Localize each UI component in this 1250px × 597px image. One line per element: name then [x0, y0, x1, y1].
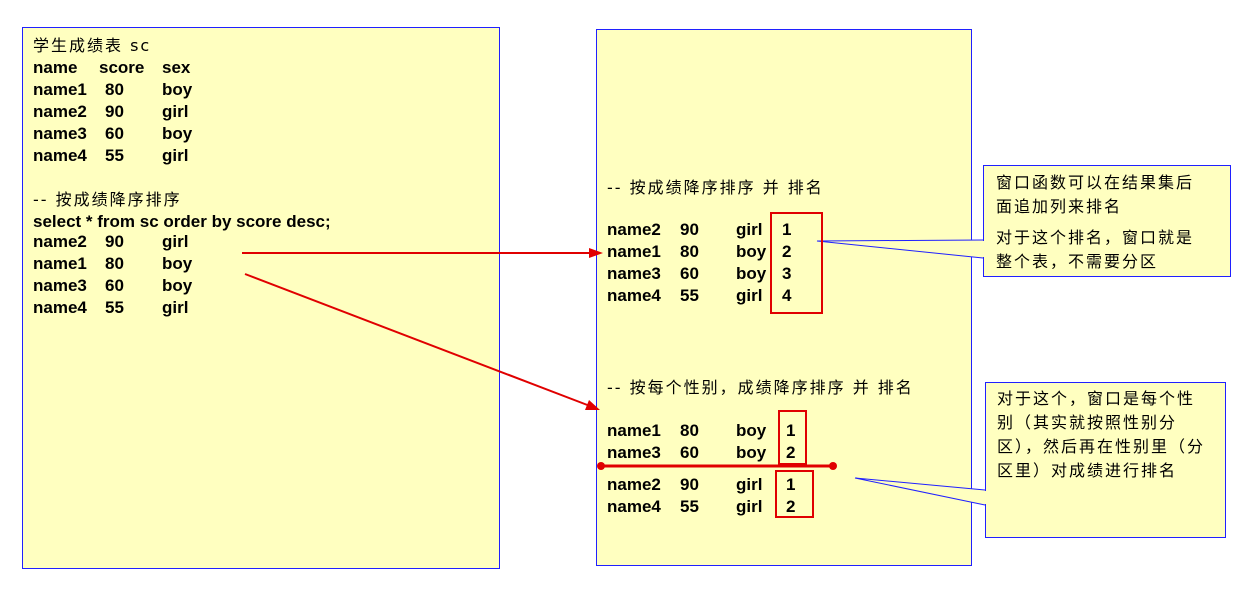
sex-cell: boy	[162, 80, 193, 99]
sex-cell: girl	[162, 146, 189, 165]
table-title: 学生成绩表 sc	[33, 36, 152, 55]
name-cell: name1	[33, 80, 87, 99]
sex-cell: girl	[736, 286, 763, 305]
score-cell: 60	[105, 276, 124, 295]
sex-cell: girl	[736, 220, 763, 239]
sex-cell: girl	[162, 298, 189, 317]
rank-box-girls	[775, 470, 814, 518]
rank-box-all	[770, 212, 823, 314]
callout1-pointer	[816, 239, 984, 259]
section1-title: -- 按成绩降序排序 并 排名	[607, 178, 824, 197]
name-cell: name2	[33, 232, 87, 251]
left-panel	[22, 27, 500, 569]
arrowhead-icon	[585, 400, 600, 410]
name-cell: name4	[607, 286, 661, 305]
score-cell: 60	[105, 124, 124, 143]
score-cell: 90	[105, 232, 124, 251]
score-cell: 80	[105, 254, 124, 273]
score-cell: 55	[105, 146, 124, 165]
sort-comment: -- 按成绩降序排序	[33, 190, 182, 209]
name-cell: name2	[607, 475, 661, 494]
header-cell: sex	[162, 58, 191, 77]
score-cell: 80	[680, 242, 699, 261]
name-cell: name3	[607, 443, 661, 462]
sex-cell: girl	[736, 475, 763, 494]
name-cell: name1	[607, 421, 661, 440]
name-cell: name1	[33, 254, 87, 273]
sex-cell: boy	[736, 443, 767, 462]
rank-cell: 1	[786, 475, 796, 494]
arrowhead-icon	[589, 248, 603, 258]
rank-box-boys	[778, 410, 807, 465]
rank-cell: 1	[782, 220, 792, 239]
section2-title: -- 按每个性别，成绩降序排序 并 排名	[607, 378, 914, 397]
sex-cell: boy	[736, 264, 767, 283]
score-cell: 55	[680, 497, 699, 516]
score-cell: 90	[680, 475, 699, 494]
right-panel	[596, 29, 972, 566]
score-cell: 90	[680, 220, 699, 239]
rank-cell: 2	[782, 242, 792, 261]
arrow-to-section2	[244, 273, 591, 407]
name-cell: name3	[33, 276, 87, 295]
name-cell: name2	[33, 102, 87, 121]
rank-cell: 2	[786, 443, 796, 462]
callout2-text: 对于这个，窗口是每个性别（其实就按照性别分区），然后再在性别里（分区里）对成绩进…	[997, 389, 1206, 480]
score-cell: 80	[680, 421, 699, 440]
sex-cell: boy	[162, 276, 193, 295]
name-cell: name2	[607, 220, 661, 239]
callout2-pointer	[854, 477, 986, 506]
callout-partition	[985, 382, 1226, 538]
sex-cell: girl	[736, 497, 763, 516]
score-cell: 60	[680, 264, 699, 283]
header-cell: score	[99, 58, 145, 77]
sex-cell: girl	[162, 102, 189, 121]
divider-dot	[829, 462, 837, 470]
sex-cell: boy	[736, 242, 767, 261]
name-cell: name3	[607, 264, 661, 283]
sql-query: select * from sc order by score desc;	[33, 212, 331, 231]
score-cell: 60	[680, 443, 699, 462]
sex-cell: boy	[162, 124, 193, 143]
score-cell: 90	[105, 102, 124, 121]
rank-cell: 2	[786, 497, 796, 516]
name-cell: name4	[607, 497, 661, 516]
rank-cell: 4	[782, 286, 792, 305]
divider-dot	[597, 462, 605, 470]
name-cell: name3	[33, 124, 87, 143]
name-cell: name4	[33, 146, 87, 165]
sex-cell: boy	[736, 421, 767, 440]
score-cell: 55	[680, 286, 699, 305]
callout-whole-table	[983, 165, 1231, 277]
callout1-text2: 对于这个排名，窗口就是整个表，不需要分区	[996, 228, 1195, 271]
sex-cell: boy	[162, 254, 193, 273]
callout1-text1: 窗口函数可以在结果集后面追加列来排名	[996, 173, 1195, 216]
rank-cell: 3	[782, 264, 792, 283]
name-cell: name1	[607, 242, 661, 261]
score-cell: 80	[105, 80, 124, 99]
header-cell: name	[33, 58, 78, 77]
rank-cell: 1	[786, 421, 796, 440]
score-cell: 55	[105, 298, 124, 317]
name-cell: name4	[33, 298, 87, 317]
sex-cell: girl	[162, 232, 189, 251]
